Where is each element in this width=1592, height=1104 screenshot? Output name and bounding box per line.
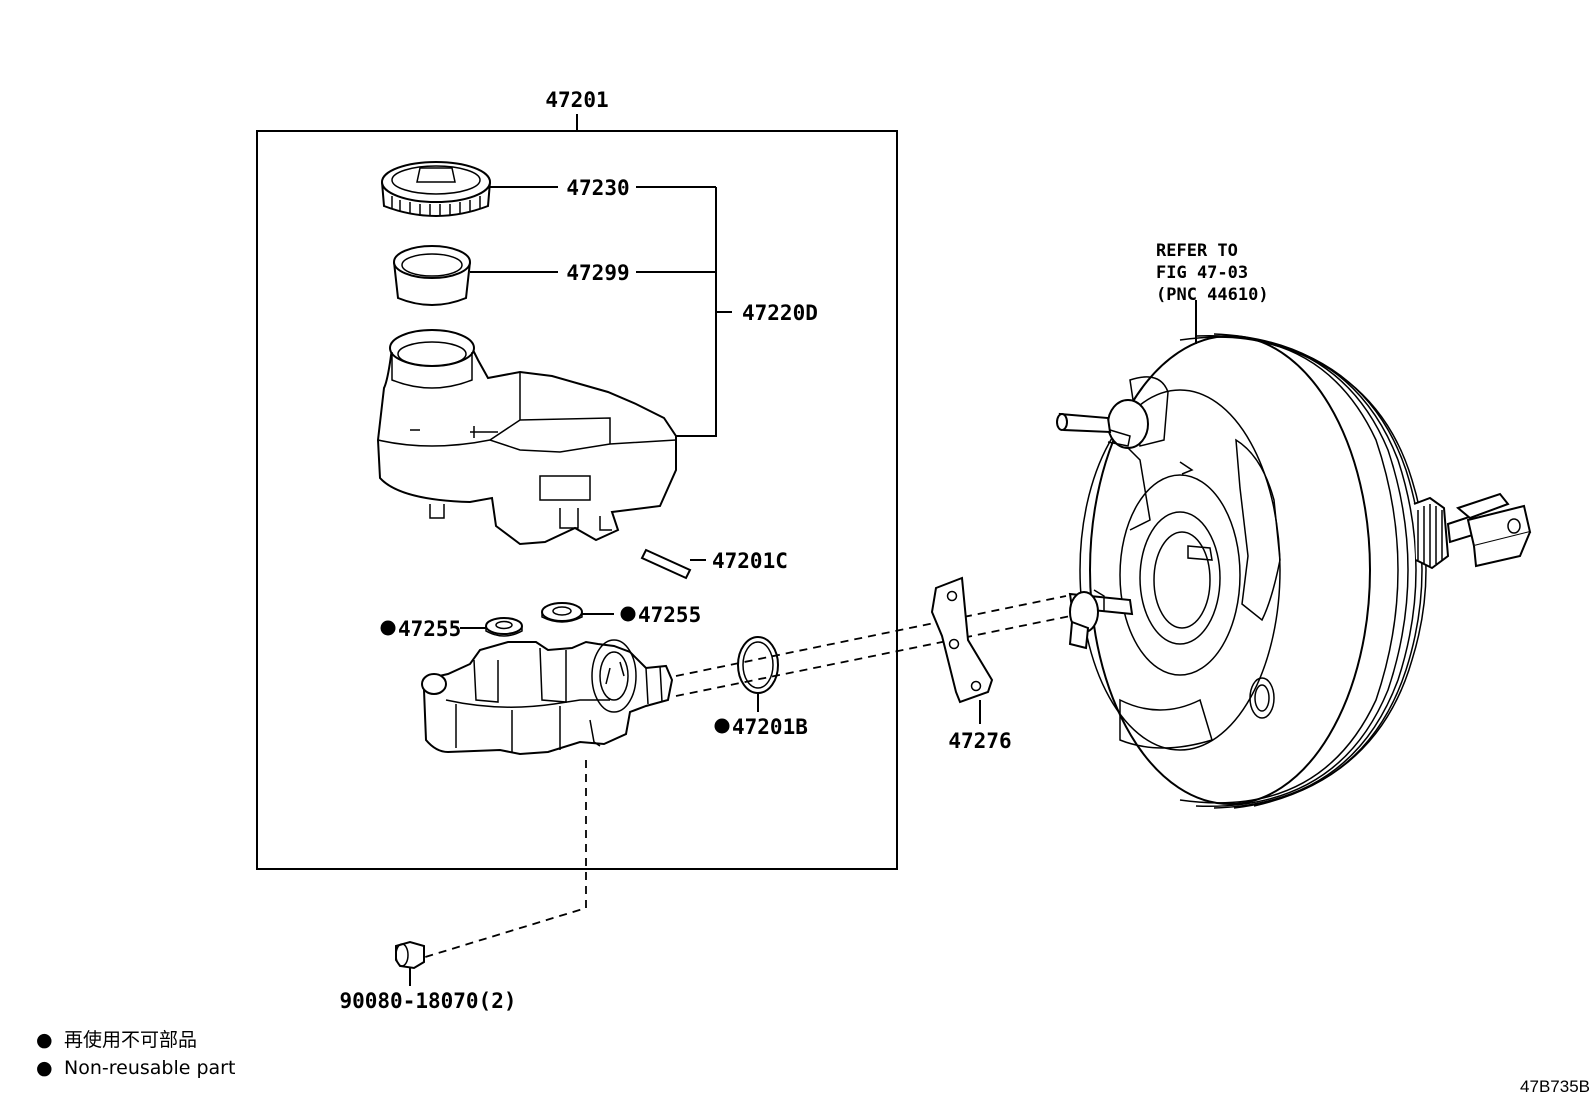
bracket-47220D xyxy=(668,187,717,437)
reservoir-pin xyxy=(640,548,692,580)
non-reusable-mark xyxy=(380,620,396,636)
label-47255-right: 47255 xyxy=(638,603,701,627)
label-47201: 47201 xyxy=(545,88,608,112)
master-cylinder xyxy=(421,639,674,756)
reservoir-cap xyxy=(381,161,491,217)
label-47201B: 47201B xyxy=(732,715,808,739)
label-47220D: 47220D xyxy=(742,301,818,325)
label-47201C: 47201C xyxy=(712,549,788,573)
nut-line xyxy=(421,760,587,959)
label-47299: 47299 xyxy=(566,261,629,285)
figure-id: 47B735B xyxy=(1520,1077,1590,1096)
refer-note-line1: REFER TO xyxy=(1156,241,1238,261)
reservoir-strainer xyxy=(393,245,471,306)
label-47255-left: 47255 xyxy=(398,617,461,641)
non-reusable-mark xyxy=(714,718,730,734)
booster-gasket xyxy=(930,576,994,704)
grommet-left xyxy=(485,617,523,637)
legend-bullet: ● xyxy=(36,1029,53,1051)
brake-booster xyxy=(1056,333,1532,809)
nut xyxy=(395,940,425,970)
mount-line-lower xyxy=(675,609,1101,697)
refer-note-line3: (PNC 44610) xyxy=(1156,285,1269,305)
legend-english: Non-reusable part xyxy=(64,1057,235,1079)
non-reusable-mark xyxy=(620,606,636,622)
label-47276: 47276 xyxy=(948,729,1011,753)
legend-bullet: ● xyxy=(36,1057,53,1079)
mount-line-upper xyxy=(675,595,1067,677)
label-47230: 47230 xyxy=(566,176,629,200)
reservoir-tank xyxy=(376,329,677,546)
o-ring xyxy=(737,636,779,694)
refer-note-line2: FIG 47-03 xyxy=(1156,263,1248,283)
legend-japanese: 再使用不可部品 xyxy=(64,1029,197,1051)
label-90080-18070: 90080-18070(2) xyxy=(339,989,516,1013)
grommet-right xyxy=(541,602,583,623)
